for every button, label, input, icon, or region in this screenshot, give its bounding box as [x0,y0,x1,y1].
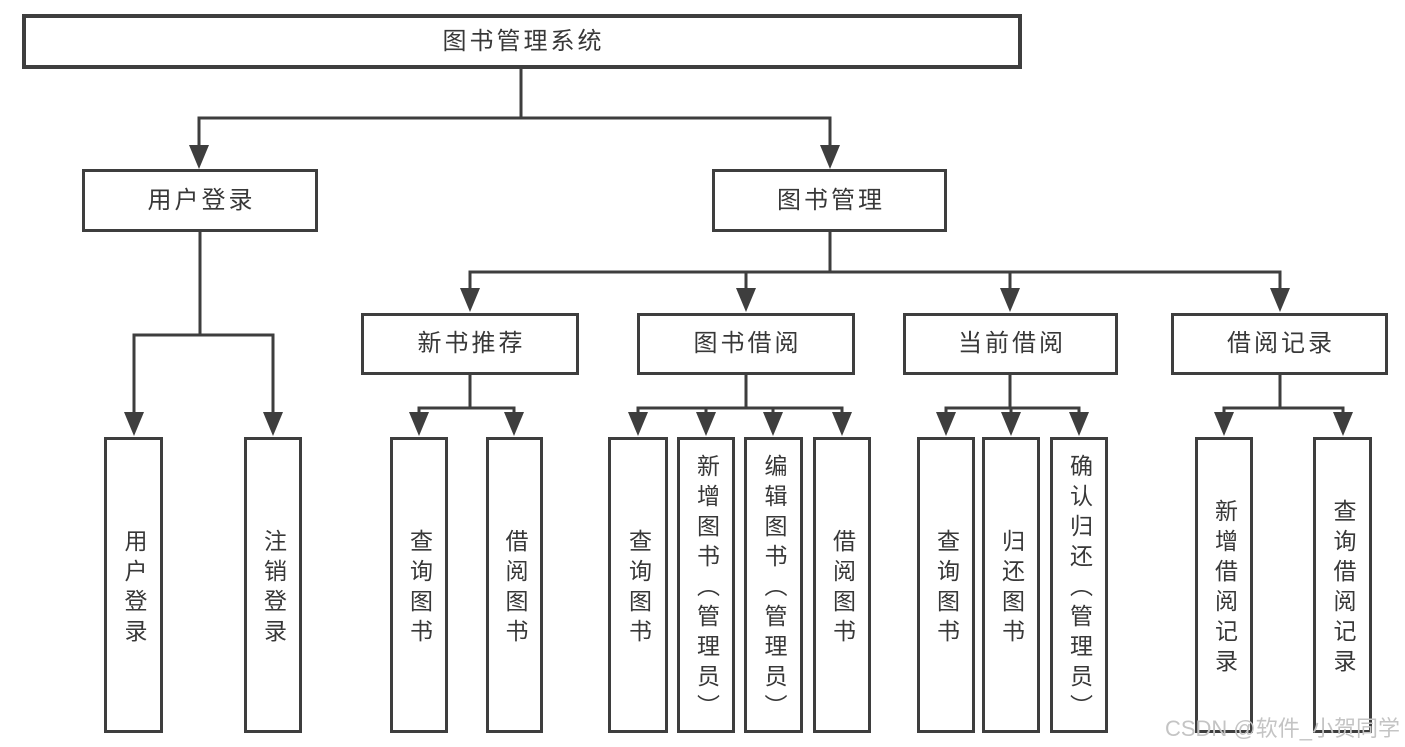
node-current-return-books: 归还图书 [982,437,1040,733]
node-user-login-leaf: 用户登录 [104,437,163,733]
arrowheads [124,145,1353,436]
watermark: CSDN @软件_小贺同学 [1164,716,1400,741]
node-record-query-record: 查询借阅记录 [1313,437,1372,733]
node-book-management: 图书管理 [712,169,947,232]
node-current-borrow: 当前借阅 [903,313,1118,375]
node-borrow-record: 借阅记录 [1171,313,1388,375]
node-newrec-query-books: 查询图书 [390,437,448,733]
node-borrow-add-books-admin: 新增图书（管理员） [677,437,735,733]
node-borrow-edit-books-admin: 编辑图书（管理员） [744,437,803,733]
node-newrec-borrow-books: 借阅图书 [486,437,543,733]
node-current-confirm-return-admin: 确认归还（管理员） [1050,437,1108,733]
node-new-book-recommend: 新书推荐 [361,313,579,375]
node-user-login: 用户登录 [82,169,318,232]
node-borrow-query-books: 查询图书 [608,437,668,733]
node-current-query-books: 查询图书 [917,437,975,733]
node-book-borrow: 图书借阅 [637,313,855,375]
node-borrow-borrow-books: 借阅图书 [813,437,871,733]
node-logout: 注销登录 [244,437,302,733]
node-record-add-record: 新增借阅记录 [1195,437,1253,733]
node-library-system: 图书管理系统 [22,14,1022,69]
